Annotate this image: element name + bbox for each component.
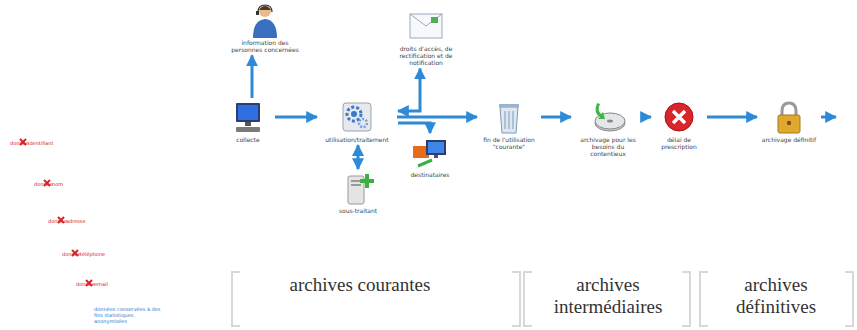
node-caption: information des personnes concernées bbox=[225, 38, 305, 54]
intermediate-archive-node: archivage pour les besoins du contentieu… bbox=[572, 99, 644, 159]
data-label: identifiant bbox=[28, 140, 54, 146]
bracket bbox=[845, 272, 853, 326]
bracket bbox=[682, 272, 690, 326]
data-label: nom bbox=[52, 181, 63, 187]
flow-arrow bbox=[357, 145, 360, 169]
stop-icon bbox=[659, 99, 699, 135]
node-caption: collecte bbox=[222, 135, 274, 144]
gear-icon bbox=[337, 99, 377, 135]
subcontractor-node: sous-traitant bbox=[323, 170, 393, 215]
flow-arrow bbox=[645, 116, 651, 119]
flow-arrow bbox=[398, 69, 420, 111]
flow-arrow bbox=[251, 55, 254, 98]
node-caption: destinataires bbox=[400, 170, 460, 179]
flow-arrow bbox=[275, 116, 317, 119]
bracket bbox=[700, 272, 708, 326]
recipients-node: destinataires bbox=[400, 134, 460, 179]
phase-label: archives définitives bbox=[710, 274, 842, 318]
final-archive-node: archivage définitif bbox=[758, 99, 820, 144]
data-label: donnée bbox=[48, 218, 67, 224]
node-caption: fin de l'utilisation "courante" bbox=[478, 135, 540, 151]
node-caption: délai de prescription bbox=[652, 135, 706, 151]
exit-arrow bbox=[821, 116, 836, 119]
data-label: donnée bbox=[10, 140, 29, 146]
phase-label: archives intermédiaires bbox=[530, 274, 686, 318]
data-label: donnée bbox=[62, 251, 81, 257]
collect-node: collecte bbox=[222, 99, 274, 144]
person-icon bbox=[245, 2, 285, 38]
node-caption: archivage définitif bbox=[758, 135, 820, 144]
flow-arrow bbox=[707, 116, 757, 119]
bracket bbox=[524, 272, 532, 326]
envelope-icon bbox=[406, 8, 446, 44]
flow-arrow bbox=[397, 116, 477, 119]
server-icon bbox=[338, 170, 378, 206]
dest-icon bbox=[410, 134, 450, 170]
rights-node: droits d'accès, de rectification et de n… bbox=[388, 8, 464, 68]
data-label: donnée bbox=[34, 181, 53, 187]
drive-icon bbox=[588, 99, 628, 135]
end-of-use-node: fin de l'utilisation "courante" bbox=[478, 99, 540, 151]
data-label: donnée bbox=[76, 281, 95, 287]
data-label: téléphone bbox=[80, 251, 105, 257]
computer-icon bbox=[228, 99, 268, 135]
bracket bbox=[512, 272, 520, 326]
phase-brackets bbox=[232, 272, 853, 326]
stakeholder-node: information des personnes concernées bbox=[225, 2, 305, 54]
flow-arrow bbox=[541, 116, 571, 119]
trash-icon bbox=[489, 99, 529, 135]
data-label: email bbox=[94, 281, 108, 287]
flow-arrow bbox=[398, 123, 430, 133]
note-label: données conservées à des fins statistiqu… bbox=[94, 306, 166, 324]
node-caption: archivage pour les besoins du contentieu… bbox=[572, 135, 644, 159]
process-node: utilisation/traitement bbox=[318, 99, 396, 144]
lock-icon bbox=[769, 99, 809, 135]
node-caption: utilisation/traitement bbox=[318, 135, 396, 144]
prescription-node: délai de prescription bbox=[652, 99, 706, 151]
phase-label: archives courantes bbox=[262, 274, 458, 296]
data-label: adresse bbox=[66, 218, 86, 224]
node-caption: sous-traitant bbox=[323, 206, 393, 215]
node-caption: droits d'accès, de rectification et de n… bbox=[388, 44, 464, 68]
bracket bbox=[232, 272, 240, 326]
